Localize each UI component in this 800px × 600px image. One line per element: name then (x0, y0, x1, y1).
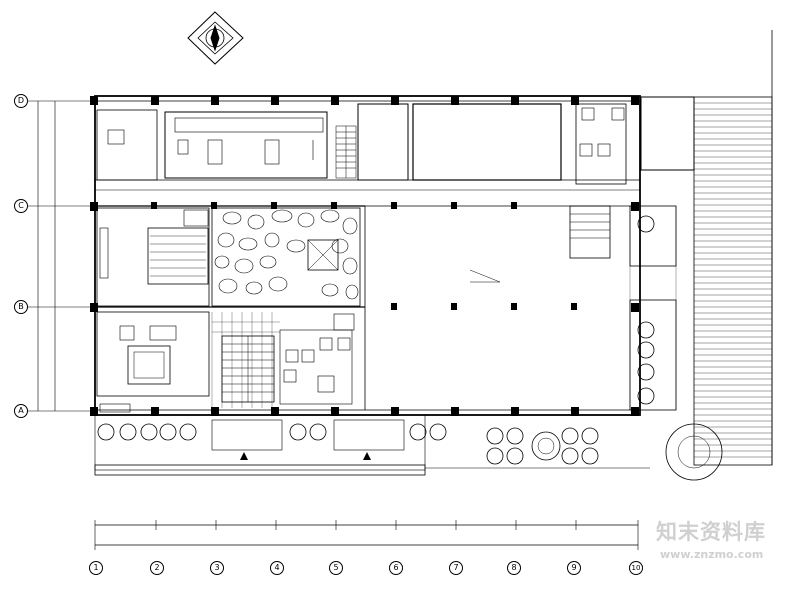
right-deck (693, 30, 773, 466)
grid-label-col-7: 7 (449, 561, 463, 575)
grid-label-col-9: 9 (567, 561, 581, 575)
grid-label-col-10: 10 (629, 561, 643, 575)
grid-label-row-b: B (14, 300, 28, 314)
grid-label-col-4: 4 (270, 561, 284, 575)
grid-label-row-d: D (14, 94, 28, 108)
grid-label-row-c: C (14, 199, 28, 213)
grid-label-row-a: A (14, 404, 28, 418)
watermark-title: 知末资料库 (656, 520, 766, 544)
grid-label-col-5: 5 (329, 561, 343, 575)
grid-label-col-2: 2 (150, 561, 164, 575)
grid-label-col-8: 8 (507, 561, 521, 575)
grid-label-col-1: 1 (89, 561, 103, 575)
grid-label-col-6: 6 (389, 561, 403, 575)
watermark-url: www.znzmo.com (660, 548, 764, 561)
structural-columns (90, 96, 639, 416)
stone-garden (211, 207, 361, 307)
compass-icon (187, 11, 244, 65)
building-outline (94, 95, 641, 416)
tree-icon (97, 215, 655, 465)
grid-label-col-3: 3 (210, 561, 224, 575)
watermark: 知末资料库 www.znzmo.com (652, 510, 798, 586)
